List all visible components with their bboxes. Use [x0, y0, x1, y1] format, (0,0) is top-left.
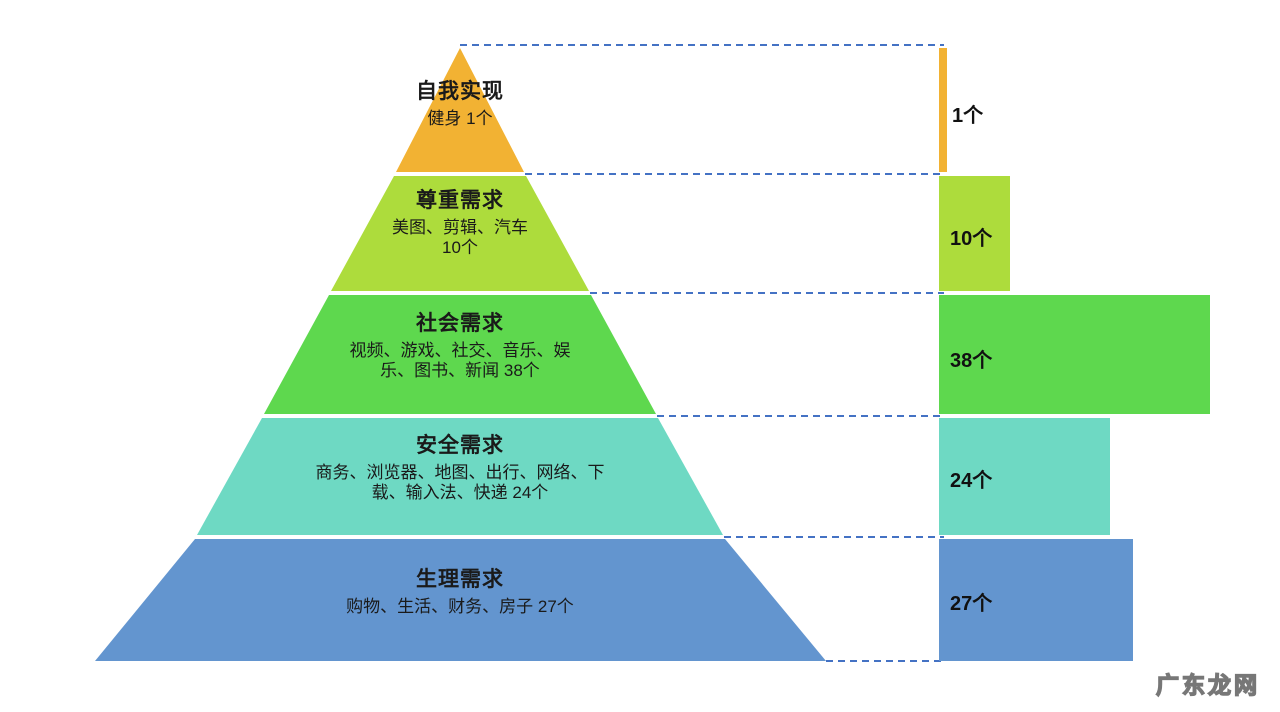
bar-social [939, 295, 1210, 414]
bar-physiological [939, 539, 1133, 661]
watermark-logo: 广东龙网 [1155, 672, 1260, 699]
pyramid-tier-esteem [331, 176, 589, 291]
bar-safety [939, 418, 1110, 535]
bar-value-physiological: 27个 [950, 593, 993, 615]
bar-value-safety: 24个 [950, 470, 993, 492]
pyramid-tier-self-actualization [396, 48, 524, 172]
pyramid-tier-physiological [95, 539, 826, 661]
pyramid-tier-safety [197, 418, 723, 535]
bar-self-actualization [939, 48, 947, 172]
connector-lines [460, 44, 944, 662]
bar-value-esteem: 10个 [950, 228, 993, 250]
bar-value-social: 38个 [950, 350, 993, 372]
bar-esteem [939, 176, 1010, 291]
bar-value-self-actualization: 1个 [952, 105, 984, 127]
pyramid-tier-social [264, 295, 656, 414]
